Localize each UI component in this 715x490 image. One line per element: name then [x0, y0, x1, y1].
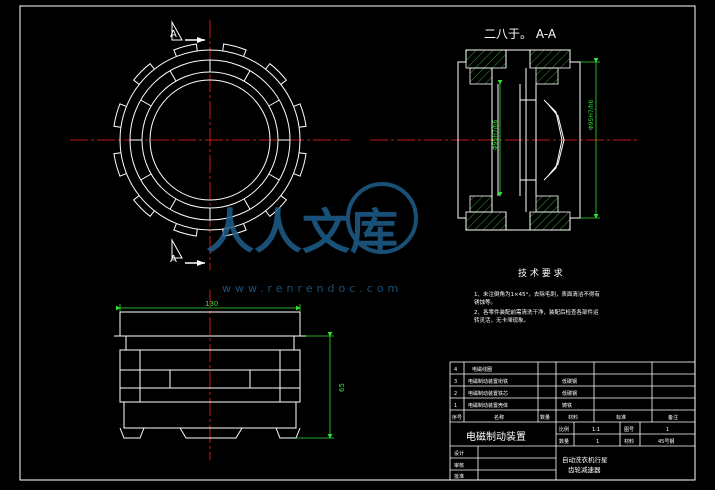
plan-lug — [173, 43, 198, 57]
front-dimensions — [116, 304, 334, 439]
hdr-no: 序号 — [452, 414, 462, 421]
title-block — [449, 361, 696, 481]
watermark-logo-circle — [346, 182, 418, 254]
hdr-name: 名称 — [494, 414, 504, 421]
part-1-name: 电磁制动装置壳体 — [468, 402, 508, 409]
plan-lug — [113, 152, 127, 177]
part-1-no: 1 — [454, 403, 457, 409]
plan-spoke — [243, 70, 251, 82]
plan-spoke — [268, 173, 280, 181]
dim-right-bore: Φ95H7/h6 — [588, 99, 595, 130]
sheet-label: 图号 — [624, 427, 634, 433]
technical-requirements: 技 术 要 求 1、未注倒角为1×45°，去除毛刺，表面清洁不得有 锈蚀等。 2… — [474, 267, 600, 324]
section-marker-top: A — [170, 20, 205, 43]
tech-req-line-1: 1、未注倒角为1×45°，去除毛刺，表面清洁不得有 — [474, 290, 600, 298]
plan-spoke — [140, 99, 152, 107]
part-2-material: 低碳钢 — [562, 390, 577, 397]
part-4-name: 电磁线圈 — [472, 366, 492, 373]
tech-req-title: 技 术 要 求 — [518, 267, 563, 279]
tech-req-line-3: 2、各零件装配前需清洗干净，装配后检查各部件运 — [474, 308, 599, 316]
plan-spoke — [243, 198, 251, 210]
plan-lug — [132, 195, 155, 218]
plan-lug — [173, 223, 198, 237]
hdr-material: 材料 — [568, 414, 578, 421]
assembly-name: 电磁制动装置 — [466, 430, 526, 443]
section-marker-bottom: A — [170, 238, 205, 266]
part-1-material: 铸铁 — [562, 402, 572, 409]
plan-lugs — [113, 43, 307, 237]
sheet-value: 1 — [666, 427, 669, 433]
watermark-url: www.renrendoc.com — [222, 282, 402, 295]
plan-lug — [113, 103, 127, 128]
section-dimensions — [497, 58, 600, 219]
drawing-border — [19, 5, 696, 481]
plan-lug — [222, 223, 247, 237]
plan-lug — [293, 103, 307, 128]
plan-spoke — [268, 99, 280, 107]
plan-inner-ring — [149, 79, 271, 201]
front-view: 130 65 — [114, 290, 346, 460]
material-label: 材料 — [624, 438, 634, 445]
dim-width: 130 — [205, 300, 218, 308]
material-value: 45号钢 — [658, 438, 674, 445]
section-view: 二八于。 A-A — [370, 27, 640, 231]
hdr-note: 备注 — [668, 414, 678, 421]
plan-lug — [265, 62, 288, 85]
section-marker-top-label: A — [170, 29, 177, 40]
section-marker-bottom-label: A — [170, 254, 177, 265]
project-line-2: 齿轮减速器 — [568, 465, 601, 474]
design-label: 设计 — [454, 450, 464, 457]
plan-spokes — [130, 60, 290, 220]
qty-value: 1 — [596, 439, 599, 445]
hdr-standard: 标准 — [616, 414, 626, 421]
part-3-material: 低碳钢 — [562, 378, 577, 385]
check-label: 审核 — [454, 462, 464, 469]
plan-spoke — [140, 173, 152, 181]
part-2-no: 2 — [454, 391, 457, 397]
plan-spoke — [169, 198, 177, 210]
plan-lug — [265, 195, 288, 218]
project-line-1: 自动洗衣机行星 — [562, 455, 608, 464]
tech-req-line-4: 转灵活，无卡滞现象。 — [474, 316, 529, 324]
plan-view: A A — [70, 20, 350, 270]
part-4-no: 4 — [454, 367, 457, 373]
dim-left-bore: Φ95H7/h6 — [492, 119, 499, 150]
scale-label: 比例 — [559, 426, 569, 433]
section-hatch — [465, 49, 571, 231]
plan-lug — [222, 43, 247, 57]
approve-label: 批准 — [454, 473, 464, 480]
hdr-qty: 数量 — [540, 414, 550, 421]
part-3-name: 电磁制动装置衔铁 — [468, 378, 508, 385]
plan-lug — [293, 152, 307, 177]
plan-outer-ring — [119, 49, 301, 231]
section-title: 二八于。 A-A — [484, 27, 557, 41]
plan-spoke — [169, 70, 177, 82]
watermark: 人人文库 www.renrendoc.com — [206, 182, 418, 295]
title-block-text: 4 电磁线圈 3 电磁制动装置衔铁 低碳钢 2 电磁制动装置铁芯 低碳钢 1 电… — [452, 366, 678, 480]
part-2-name: 电磁制动装置铁芯 — [468, 390, 508, 397]
part-3-no: 3 — [454, 379, 457, 385]
watermark-text: 人人文库 — [206, 204, 398, 260]
scale-value: 1:1 — [592, 427, 600, 433]
plan-lug — [132, 62, 155, 85]
qty-label: 数量 — [559, 438, 569, 445]
tech-req-line-2: 锈蚀等。 — [474, 298, 496, 306]
front-outline — [114, 311, 306, 439]
dim-height: 65 — [338, 383, 346, 392]
